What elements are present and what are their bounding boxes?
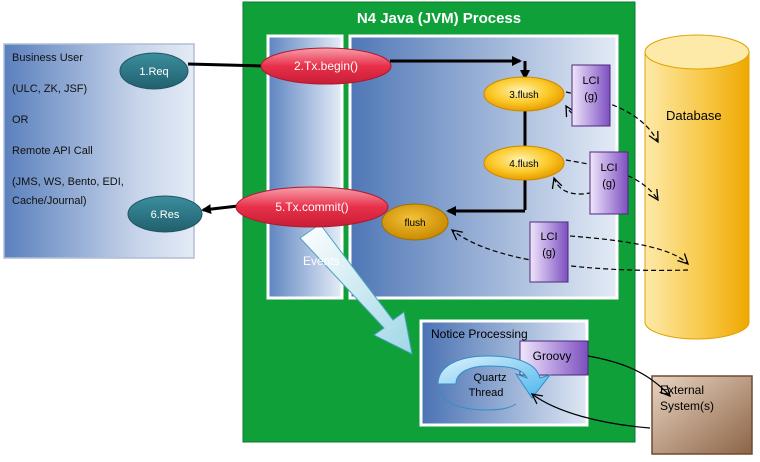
lci-box-1: LCI (g) [571, 64, 611, 127]
database-cylinder [644, 34, 750, 340]
step-flush-3-label: 3.flush [509, 90, 538, 101]
step-res: 6.Res [127, 195, 203, 233]
quartz-thread-icon: Quartz Thread [437, 355, 552, 411]
groovy-to-external-line [587, 355, 670, 396]
step-tx-begin-label: 2.Tx.begin() [294, 59, 358, 73]
jvm-process-title: N4 Java (JVM) Process [357, 10, 521, 27]
step-flush-3: 3.flush [483, 76, 565, 112]
step-req-label: 1.Req [139, 66, 168, 78]
step-flush-4-label: 4.flush [509, 159, 538, 170]
client-line-6: Cache/Journal) [12, 195, 87, 207]
step-res-label: 6.Res [151, 209, 180, 221]
client-text: Business User (ULC, ZK, JSF) OR Remote A… [12, 52, 124, 207]
external-to-quartz-line [532, 394, 651, 429]
client-line-4: Remote API Call [12, 145, 93, 157]
lci-box-1-line-1: LCI [582, 75, 599, 87]
lci-box-2-line-1: LCI [600, 162, 617, 174]
external-connectors [532, 355, 670, 429]
client-line-2: (ULC, ZK, JSF) [12, 83, 87, 95]
database-label: Database [666, 108, 722, 123]
step-flush-4: 4.flush [483, 145, 565, 181]
step-req: 1.Req [119, 52, 189, 90]
client-line-1: Business User [12, 52, 83, 64]
dashed-curve-5 [569, 235, 688, 264]
external-system-line-1: External [660, 383, 704, 397]
req-to-begin-line [187, 62, 265, 68]
lci-box-3-line-1: LCI [540, 231, 557, 243]
dashed-curve-3 [565, 159, 658, 200]
step-tx-commit: 5.Tx.commit() [235, 186, 389, 228]
step-tx-commit-label: 5.Tx.commit() [275, 200, 348, 214]
lci-box-3: LCI (g) [529, 221, 569, 283]
events-label: Events [303, 254, 340, 268]
step-flush-label: flush [404, 218, 425, 229]
groovy-label: Groovy [533, 349, 572, 363]
commit-to-res-line [201, 204, 239, 215]
step-tx-begin: 2.Tx.begin() [260, 47, 392, 85]
quartz-label-line-2: Thread [469, 387, 504, 399]
step-flush: flush [381, 203, 449, 241]
events-arrow [299, 223, 413, 355]
client-line-5: (JMS, WS, Bento, EDI, [12, 176, 124, 188]
external-system-box: External System(s) [651, 375, 753, 455]
external-system-line-2: System(s) [660, 399, 714, 413]
lci-box-1-line-2: (g) [584, 91, 597, 103]
lci-box-2: LCI (g) [589, 151, 629, 215]
client-line-3: OR [12, 114, 29, 126]
dashed-curve-6 [452, 230, 689, 272]
lci-box-2-line-2: (g) [602, 178, 615, 190]
quartz-label-line-1: Quartz [473, 372, 506, 384]
lci-box-3-line-2: (g) [542, 247, 555, 259]
notice-processing-title: Notice Processing [431, 327, 528, 341]
flow-lines [187, 56, 530, 216]
